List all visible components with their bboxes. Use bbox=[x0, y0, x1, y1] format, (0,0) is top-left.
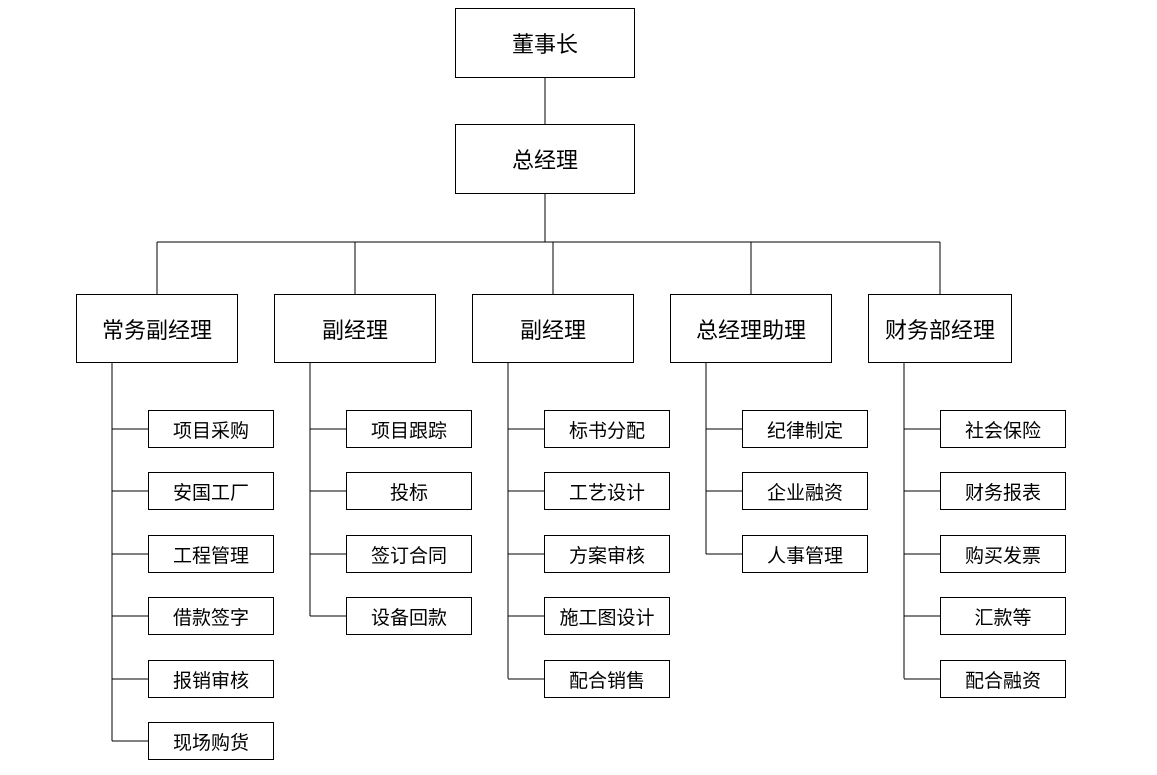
duty-box-5-2: 财务报表 bbox=[940, 472, 1066, 510]
duty-box-4-2: 企业融资 bbox=[742, 472, 868, 510]
duty-box-2-3: 签订合同 bbox=[346, 535, 472, 573]
duty-box-3-5: 配合销售 bbox=[544, 660, 670, 698]
duty-box-3-4: 施工图设计 bbox=[544, 597, 670, 635]
duty-box-5-1: 社会保险 bbox=[940, 410, 1066, 448]
duty-box-4-1: 纪律制定 bbox=[742, 410, 868, 448]
duty-box-1-6: 现场购货 bbox=[148, 722, 274, 760]
duty-box-3-1: 标书分配 bbox=[544, 410, 670, 448]
duty-box-2-2: 投标 bbox=[346, 472, 472, 510]
duty-box-1-3: 工程管理 bbox=[148, 535, 274, 573]
duty-box-5-3: 购买发票 bbox=[940, 535, 1066, 573]
duty-box-1-2: 安国工厂 bbox=[148, 472, 274, 510]
duty-box-3-2: 工艺设计 bbox=[544, 472, 670, 510]
general-manager-box: 总经理 bbox=[455, 124, 635, 194]
department-box-5: 财务部经理 bbox=[868, 294, 1012, 363]
department-box-1: 常务副经理 bbox=[76, 294, 238, 363]
duty-box-3-3: 方案审核 bbox=[544, 535, 670, 573]
duty-box-2-4: 设备回款 bbox=[346, 597, 472, 635]
department-box-2: 副经理 bbox=[274, 294, 436, 363]
duty-box-1-5: 报销审核 bbox=[148, 660, 274, 698]
duty-box-4-3: 人事管理 bbox=[742, 535, 868, 573]
chairman-box: 董事长 bbox=[455, 8, 635, 78]
duty-box-5-5: 配合融资 bbox=[940, 660, 1066, 698]
duty-box-1-4: 借款签字 bbox=[148, 597, 274, 635]
duty-box-2-1: 项目跟踪 bbox=[346, 410, 472, 448]
department-box-3: 副经理 bbox=[472, 294, 634, 363]
duty-box-1-1: 项目采购 bbox=[148, 410, 274, 448]
department-box-4: 总经理助理 bbox=[670, 294, 832, 363]
duty-box-5-4: 汇款等 bbox=[940, 597, 1066, 635]
